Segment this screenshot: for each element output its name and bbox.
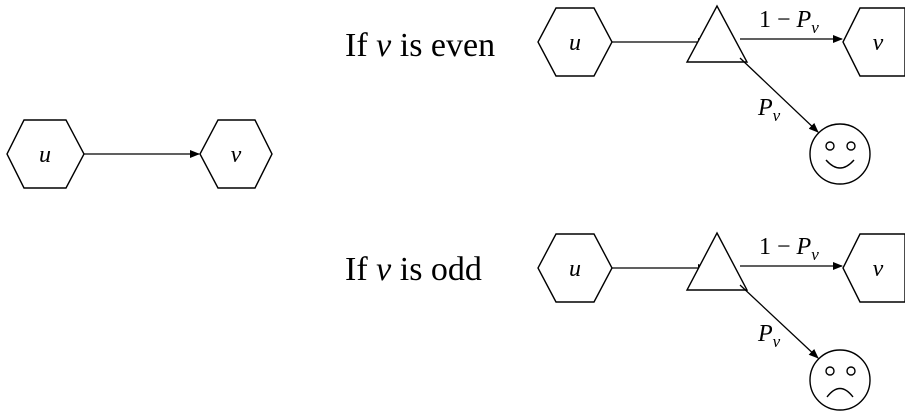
odd-label-stop: Pv — [757, 321, 781, 351]
even-case-group: If v is even u 1 − Pv v Pv — [345, 4, 905, 185]
even-node-u-label: u — [569, 30, 581, 56]
left-node-v-hexagon — [199, 119, 273, 189]
odd-edge-stop — [739, 284, 819, 359]
odd-label-continue: 1 − Pv — [759, 234, 819, 264]
even-chance-triangle — [685, 4, 749, 63]
odd-chance-triangle — [685, 231, 749, 291]
happy-face-icon — [809, 123, 871, 185]
even-node-v-hexagon — [842, 7, 905, 77]
even-node-u-hexagon — [537, 7, 613, 77]
even-label-continue: 1 − Pv — [759, 7, 819, 37]
left-edge-group: u v — [6, 119, 273, 189]
even-edge-stop — [739, 57, 819, 133]
even-node-v-label: v — [873, 30, 884, 56]
odd-case-group: If v is odd u 1 − Pv v Pv — [345, 231, 905, 411]
left-node-v-label: v — [231, 142, 242, 168]
sad-face-icon — [809, 349, 871, 411]
odd-node-v-label: v — [873, 256, 884, 282]
even-condition-label: If v is even — [345, 27, 495, 64]
odd-node-u-hexagon — [537, 233, 613, 303]
odd-node-u-label: u — [569, 256, 581, 282]
odd-node-v-hexagon — [842, 233, 905, 303]
odd-condition-label: If v is odd — [345, 251, 482, 288]
left-node-u-label: u — [39, 142, 51, 168]
even-label-stop: Pv — [757, 95, 781, 125]
left-node-u-hexagon — [6, 119, 85, 189]
